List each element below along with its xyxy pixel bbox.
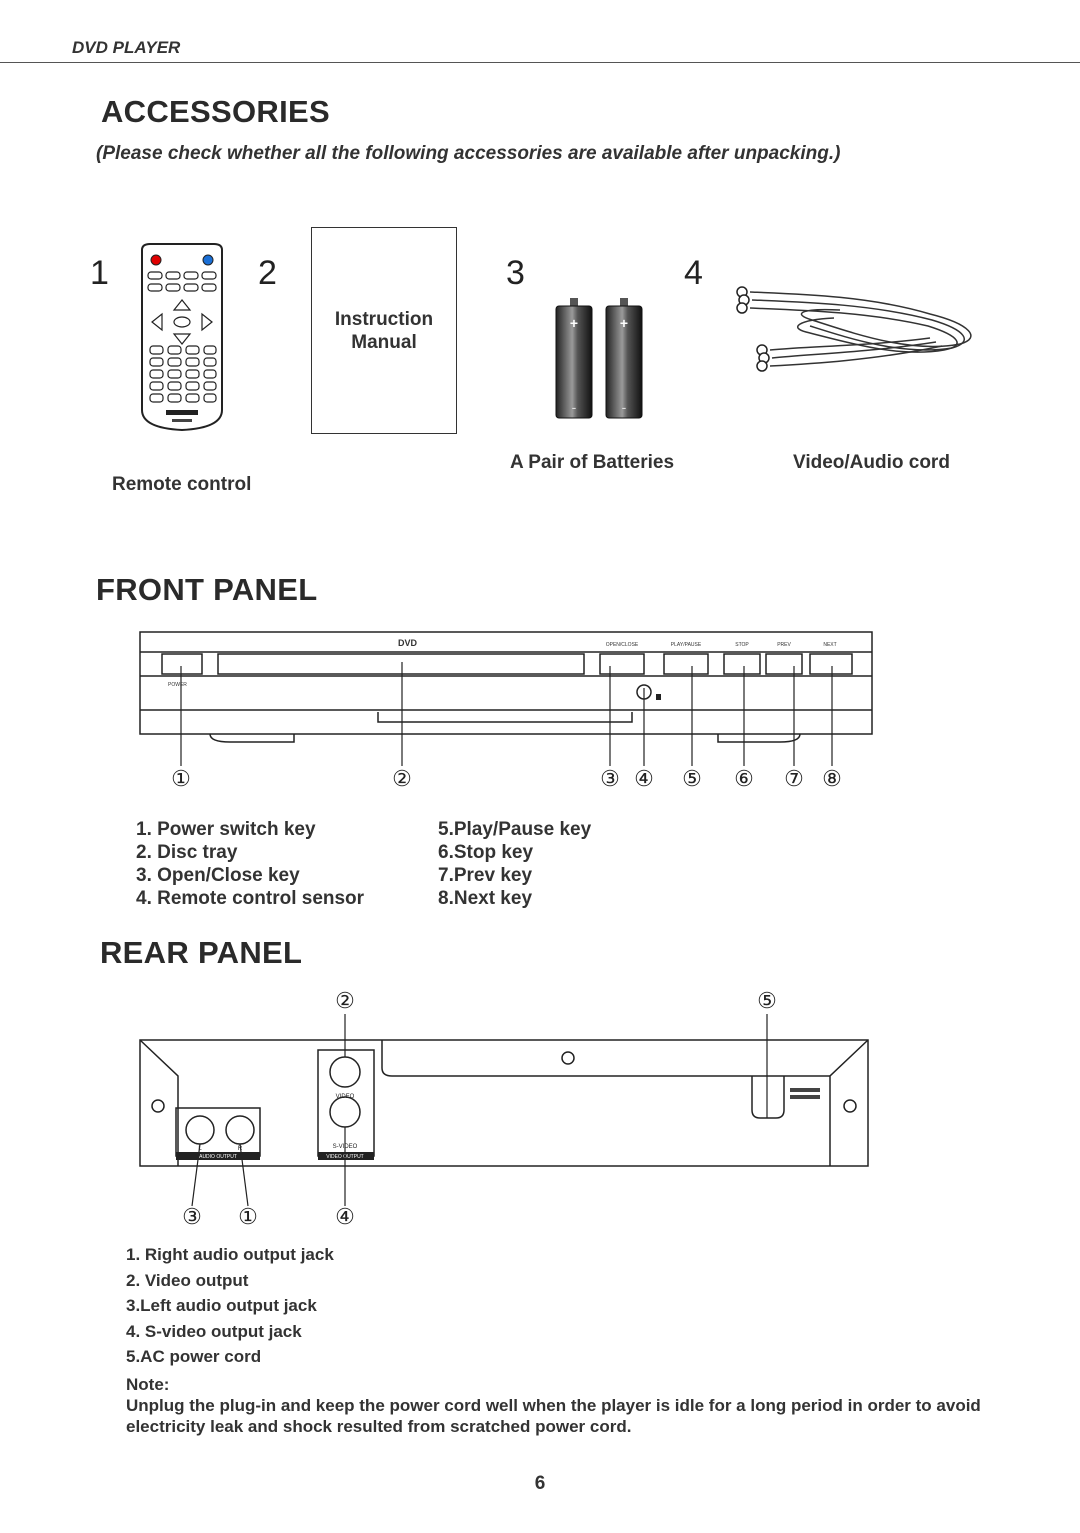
item-number-2: 2 bbox=[258, 254, 277, 292]
label-batteries: A Pair of Batteries bbox=[510, 452, 675, 473]
front-panel-heading: FRONT PANEL bbox=[96, 572, 318, 607]
svg-text:-: - bbox=[622, 399, 627, 415]
front-legend-item: 6.Stop key bbox=[438, 842, 534, 863]
left-label: L bbox=[198, 1146, 202, 1152]
rear-panel-diagram: ② ⑤ ③ ① ④ VIDEO S-VIDEO L R VIDEO OUTPUT… bbox=[139, 988, 869, 1229]
front-callout-8: ⑧ bbox=[822, 766, 842, 791]
front-panel-device-labels: DVD OPEN/CLOSE PLAY/PAUSE STOP PREV NEXT… bbox=[168, 638, 837, 688]
rear-callout-2: ② bbox=[335, 988, 355, 1013]
prev-label: PREV bbox=[777, 642, 791, 648]
front-panel-legend-right: 5.Play/Pause key 6.Stop key 7.Prev key 8… bbox=[438, 818, 591, 910]
manual-line-2: Manual bbox=[351, 332, 417, 353]
next-label: NEXT bbox=[823, 642, 836, 648]
instruction-manual-illustration bbox=[311, 227, 457, 434]
front-panel-diagram: DVD OPEN/CLOSE PLAY/PAUSE STOP PREV NEXT… bbox=[139, 631, 873, 791]
rear-legend-item: 2. Video output bbox=[126, 1270, 249, 1290]
note-text: Unplug the plug-in and keep the power co… bbox=[126, 1396, 981, 1436]
av-cord-illustration bbox=[736, 286, 972, 372]
front-legend-item: 2. Disc tray bbox=[136, 842, 238, 863]
front-callout-4: ④ bbox=[634, 766, 654, 791]
header-divider bbox=[0, 62, 1080, 63]
rear-panel-heading: REAR PANEL bbox=[100, 935, 303, 970]
header-title: DVD PLAYER bbox=[72, 38, 181, 57]
page-number: 6 bbox=[534, 1473, 546, 1494]
front-panel-legend-left: 1. Power switch key 2. Disc tray 3. Open… bbox=[136, 818, 364, 910]
front-legend-item: 8.Next key bbox=[438, 888, 533, 909]
stop-label: STOP bbox=[735, 642, 749, 648]
front-callout-6: ⑥ bbox=[734, 766, 754, 791]
remote-control-illustration bbox=[141, 243, 223, 432]
front-legend-item: 5.Play/Pause key bbox=[438, 819, 592, 840]
svg-text:-: - bbox=[572, 399, 577, 415]
front-legend-item: 3. Open/Close key bbox=[136, 865, 300, 886]
rear-legend-item: 3.Left audio output jack bbox=[126, 1296, 317, 1315]
front-callout-3: ③ bbox=[600, 766, 620, 791]
rear-callout-4: ④ bbox=[335, 1204, 355, 1229]
accessories-heading: ACCESSORIES bbox=[101, 94, 330, 129]
manual-line-1: Instruction bbox=[334, 309, 434, 330]
instruction-manual-text: Instruction Manual bbox=[311, 308, 457, 354]
label-av-cord: Video/Audio cord bbox=[793, 452, 950, 473]
audio-output-label: AUDIO OUTPUT bbox=[199, 1154, 237, 1160]
item-number-1: 1 bbox=[90, 254, 109, 292]
open-close-label: OPEN/CLOSE bbox=[606, 642, 639, 648]
front-callout-2: ② bbox=[392, 766, 412, 791]
front-legend-item: 4. Remote control sensor bbox=[136, 888, 365, 909]
label-remote-control: Remote control bbox=[112, 474, 252, 495]
video-label: VIDEO bbox=[336, 1094, 355, 1100]
rear-callout-5: ⑤ bbox=[757, 988, 777, 1013]
svg-text:+: + bbox=[620, 315, 628, 331]
rear-callout-3: ③ bbox=[182, 1204, 202, 1229]
front-callout-7: ⑦ bbox=[784, 766, 804, 791]
batteries-illustration: + - + - bbox=[555, 298, 643, 419]
front-callout-1: ① bbox=[171, 766, 191, 791]
accessories-subtitle: (Please check whether all the following … bbox=[96, 143, 841, 164]
play-pause-label: PLAY/PAUSE bbox=[671, 642, 702, 648]
item-number-3: 3 bbox=[506, 254, 525, 292]
front-legend-item: 7.Prev key bbox=[438, 865, 533, 886]
power-label: POWER bbox=[168, 682, 187, 688]
rear-panel-legend: 1. Right audio output jack 2. Video outp… bbox=[126, 1242, 334, 1370]
rear-legend-item: 1. Right audio output jack bbox=[126, 1245, 334, 1264]
front-callout-5: ⑤ bbox=[682, 766, 702, 791]
note-title: Note: bbox=[126, 1375, 170, 1394]
svg-text:+: + bbox=[570, 315, 578, 331]
item-number-4: 4 bbox=[684, 254, 703, 292]
rear-callout-1: ① bbox=[238, 1204, 258, 1229]
rear-legend-item: 4. S-video output jack bbox=[126, 1321, 302, 1341]
dvd-logo: DVD bbox=[398, 638, 418, 648]
rear-legend-item: 5.AC power cord bbox=[126, 1347, 262, 1366]
front-legend-item: 1. Power switch key bbox=[136, 819, 316, 840]
